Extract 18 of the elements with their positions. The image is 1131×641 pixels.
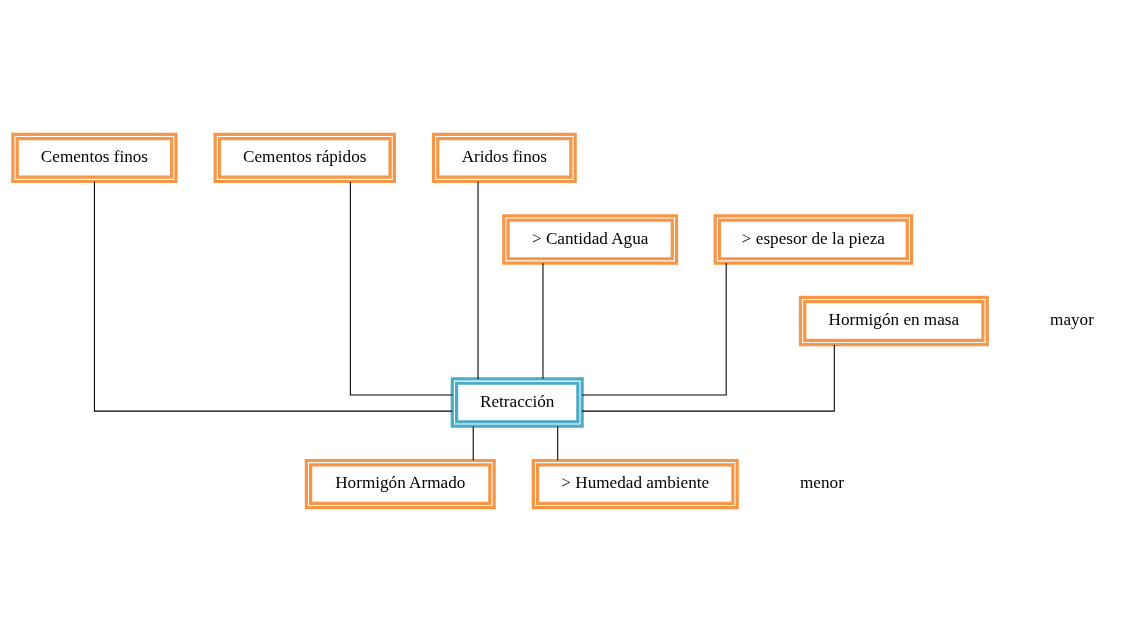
connector <box>581 262 727 396</box>
node-box: Hormigón Armado <box>304 458 496 509</box>
label: mayor <box>1050 309 1094 329</box>
node-box: Cementos finos <box>11 132 178 183</box>
connector <box>477 180 479 379</box>
connector <box>472 425 474 461</box>
node-box: Retracción <box>450 376 584 428</box>
connector <box>93 180 453 412</box>
node-box: Aridos finos <box>431 132 577 183</box>
connector <box>581 343 835 412</box>
connector <box>557 425 559 461</box>
label: menor <box>800 472 844 492</box>
node-box: > Humedad ambiente <box>531 458 739 509</box>
node-box: > espesor de la pieza <box>713 213 914 265</box>
connector <box>349 180 453 396</box>
node-box: Cementos rápidos <box>213 132 396 183</box>
node-box: > Cantidad Agua <box>502 213 679 265</box>
node-box: Hormigón en masa <box>798 295 989 346</box>
